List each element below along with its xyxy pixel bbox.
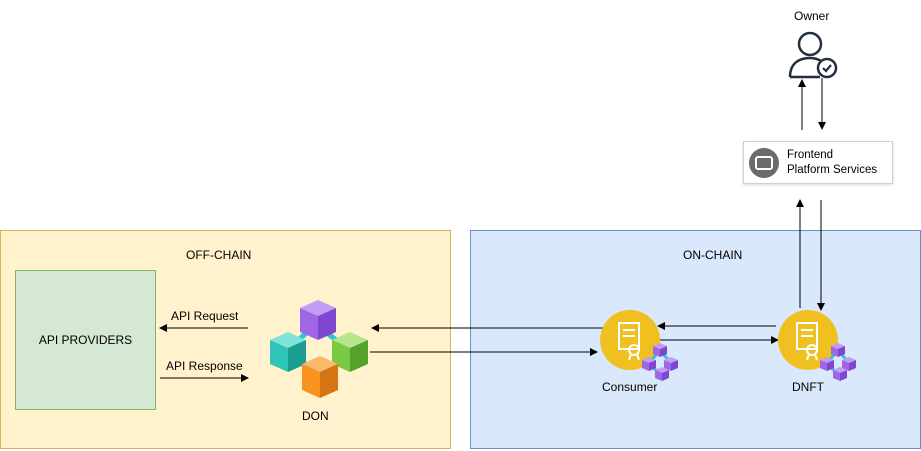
frontend-label-line2: Platform Services xyxy=(787,164,878,176)
owner-label: Owner xyxy=(794,9,830,23)
user-check-icon xyxy=(788,31,838,79)
consumer-label: Consumer xyxy=(602,380,658,394)
frontend-platform-services-box: Frontend Platform Services xyxy=(743,141,893,184)
dnft-label: DNFT xyxy=(792,380,824,394)
contract-certificate-icon xyxy=(778,310,856,381)
don-label: DON xyxy=(302,409,329,423)
blockchain-cubes-icon xyxy=(270,300,368,398)
on-chain-title: ON-CHAIN xyxy=(683,248,743,262)
api-request-label: API Request xyxy=(171,309,239,323)
api-providers-box: API PROVIDERS xyxy=(15,270,156,410)
monitor-icon xyxy=(749,148,779,178)
off-chain-title: OFF-CHAIN xyxy=(186,248,252,262)
api-providers-label: API PROVIDERS xyxy=(38,333,133,347)
frontend-label-line1: Frontend xyxy=(787,149,834,161)
contract-certificate-icon xyxy=(600,310,678,381)
api-response-label: API Response xyxy=(166,359,243,373)
